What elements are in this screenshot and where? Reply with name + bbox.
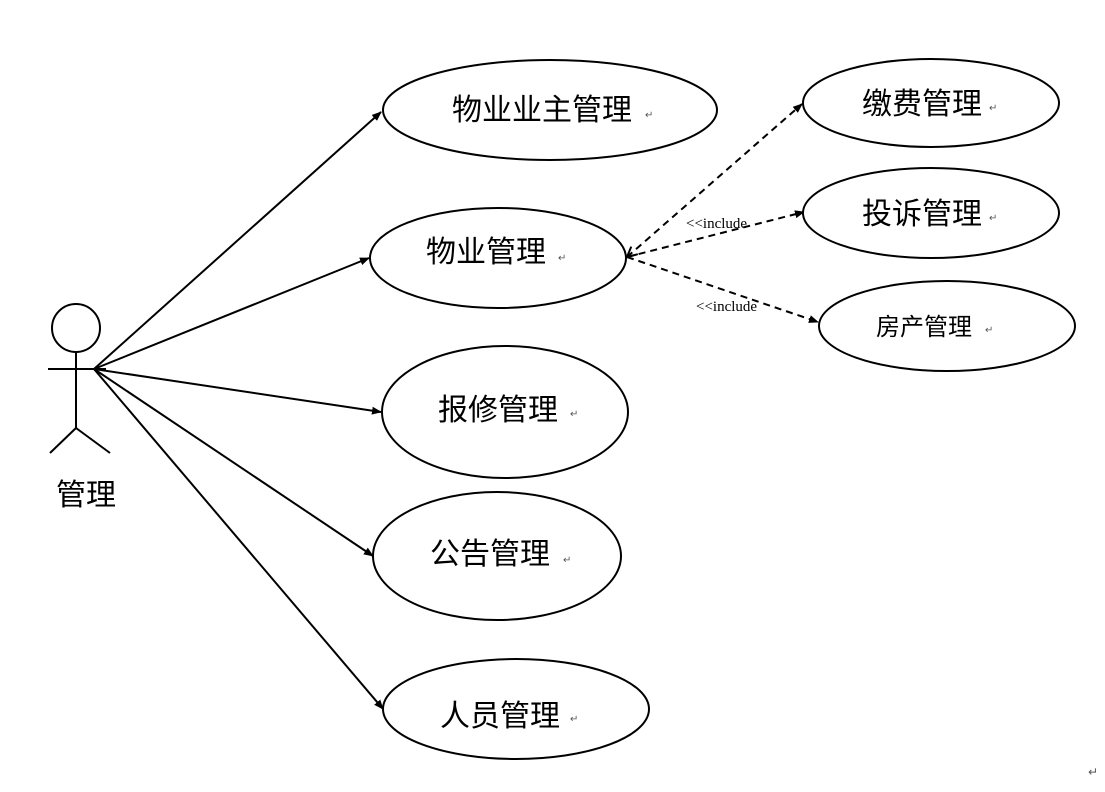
paragraph-mark: ↵ (558, 253, 566, 264)
paragraph-mark: ↵ (570, 714, 578, 725)
use-case-house-mgmt[interactable]: 房产管理 ↵ (818, 280, 1076, 372)
assoc-property-mgmt (93, 257, 370, 370)
include-complaint-mgmt (626, 210, 805, 258)
use-case-fee-mgmt[interactable]: 缴费管理 ↵ (802, 58, 1060, 148)
paragraph-mark: ↵ (563, 555, 571, 566)
paragraph-mark: ↵ (645, 110, 653, 121)
actor-label: 管理 (56, 478, 116, 513)
use-case-label: 缴费管理 (862, 87, 982, 122)
use-case-repair-mgmt[interactable]: 报修管理 ↵ (381, 345, 629, 479)
use-case-complaint-mgmt[interactable]: 投诉管理 ↵ (802, 167, 1060, 259)
include-house-mgmt (626, 256, 819, 323)
include-relations: <<include <<include (626, 103, 819, 323)
paragraph-mark: ↵ (570, 409, 578, 420)
paragraph-mark: ↵ (989, 103, 997, 114)
document-end-mark: ↵ (1088, 765, 1098, 779)
actor-left-leg (49, 427, 77, 454)
include-label-house: <<include (696, 299, 757, 315)
actor-right-leg (75, 427, 111, 454)
use-case-label: 物业管理 (426, 235, 546, 270)
assoc-repair-mgmt (93, 368, 382, 415)
use-case-label: 报修管理 (438, 393, 558, 428)
assoc-notice-mgmt (93, 368, 374, 557)
use-case-property-mgmt[interactable]: 物业管理 ↵ (369, 207, 627, 309)
use-case-label: 人员管理 (440, 699, 560, 734)
actor: 管理 (48, 303, 116, 513)
assoc-staff-mgmt (93, 368, 384, 710)
use-case-owner-mgmt[interactable]: 物业业主管理 ↵ (382, 59, 718, 161)
actor-head (51, 303, 101, 353)
associations (93, 111, 384, 710)
include-fee-mgmt (627, 103, 802, 257)
use-case-staff-mgmt[interactable]: 人员管理 ↵ (382, 658, 650, 760)
use-case-notice-mgmt[interactable]: 公告管理 ↵ (372, 491, 622, 621)
use-case-label: 投诉管理 (862, 197, 982, 232)
use-case-label: 物业业主管理 (452, 93, 632, 128)
use-case-label: 公告管理 (430, 537, 550, 572)
assoc-owner-mgmt (93, 111, 382, 370)
paragraph-mark: ↵ (985, 325, 993, 336)
include-label-complaint: <<include (686, 216, 747, 232)
use-case-label: 房产管理 (876, 313, 972, 341)
paragraph-mark: ↵ (989, 213, 997, 224)
